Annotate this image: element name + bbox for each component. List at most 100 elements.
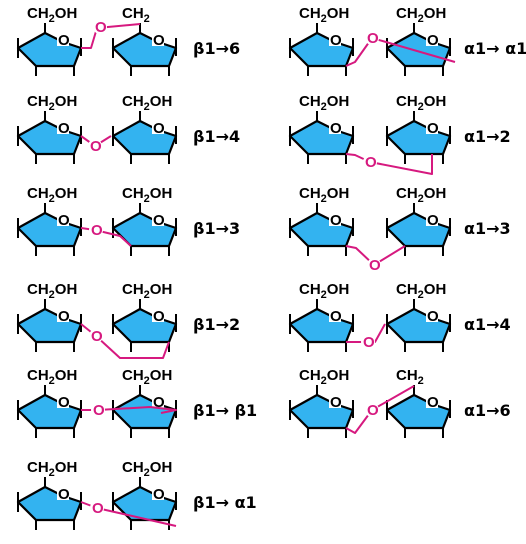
ring-oxygen-label: O	[153, 32, 165, 49]
hexose-ring: CH2OH O	[16, 185, 83, 256]
glycosidic-bond	[345, 245, 406, 266]
ring-oxygen-label: O	[427, 32, 439, 49]
hexose-ring: CH2OH O	[288, 367, 355, 438]
ring-oxygen-label: O	[58, 32, 70, 49]
glycosidic-oxygen-label: O	[90, 138, 102, 155]
ring-oxygen-label: O	[58, 212, 70, 229]
pyranose-ring	[16, 31, 83, 68]
pyranose-ring	[288, 211, 355, 248]
linkage-label: β1→3	[193, 219, 240, 238]
pyranose-ring	[16, 485, 83, 522]
ch2oh-group-label: CH2OH	[396, 185, 446, 205]
linkage-label: α1→2	[464, 127, 511, 146]
linkage-label: β1→ α1	[193, 493, 257, 512]
ring-oxygen-label: O	[330, 394, 342, 411]
ch2oh-group-label: CH2OH	[396, 281, 446, 301]
ch2oh-group-label: CH2OH	[27, 367, 77, 387]
ch2oh-group-label: CH2OH	[299, 5, 349, 25]
ch2oh-group-label: CH2OH	[396, 93, 446, 113]
ring-oxygen-label: O	[330, 212, 342, 229]
pyranose-ring	[111, 211, 178, 248]
glycosidic-oxygen-label: O	[365, 154, 377, 171]
linkage-a14: CH2OH O CH2OH O Oα1→4	[288, 281, 511, 352]
ring-oxygen-label: O	[330, 120, 342, 137]
linkage-label: β1→4	[193, 127, 240, 146]
ring-oxygen-label: O	[58, 486, 70, 503]
ch2oh-group-label: CH2OH	[27, 459, 77, 479]
ring-oxygen-label: O	[153, 212, 165, 229]
ch2oh-group-label: CH2OH	[299, 281, 349, 301]
linkage-b12: CH2OH O CH2OH O Oβ1→2	[16, 281, 240, 359]
pyranose-ring	[111, 485, 178, 522]
hexose-ring: CH2OH O	[385, 93, 452, 164]
ring-oxygen-label: O	[427, 212, 439, 229]
ch2oh-group-label: CH2OH	[122, 185, 172, 205]
hexose-ring: CH2OH O	[111, 185, 178, 256]
pyranose-ring	[288, 31, 355, 68]
pyranose-ring	[16, 393, 83, 430]
pyranose-ring	[385, 31, 452, 68]
ring-oxygen-label: O	[153, 486, 165, 503]
pyranose-ring	[288, 119, 355, 156]
ring-oxygen-label: O	[153, 120, 165, 137]
ch2oh-group-label: CH2OH	[299, 367, 349, 387]
pyranose-ring	[288, 307, 355, 344]
glycosidic-oxygen-label: O	[91, 222, 103, 239]
pyranose-ring	[16, 119, 83, 156]
glycosidic-oxygen-label: O	[91, 328, 103, 345]
ch2oh-group-label: CH2OH	[122, 93, 172, 113]
ch2oh-group-label: CH2OH	[27, 93, 77, 113]
pyranose-ring	[16, 211, 83, 248]
linkage-label: β1→ β1	[193, 401, 257, 420]
ch2oh-group-label: CH2OH	[27, 185, 77, 205]
hexose-ring: CH2OH O	[16, 367, 83, 438]
ring-oxygen-label: O	[427, 120, 439, 137]
ring-oxygen-label: O	[427, 394, 439, 411]
pyranose-ring	[385, 119, 452, 156]
ring-oxygen-label: O	[153, 308, 165, 325]
linkage-label: β1→2	[193, 315, 240, 334]
ring-oxygen-label: O	[330, 308, 342, 325]
linkage-b14: CH2OH O CH2OH O Oβ1→4	[16, 93, 240, 164]
glycosidic-bond	[345, 385, 415, 434]
ring-oxygen-label: O	[58, 394, 70, 411]
ch2-group-label: CH2	[396, 367, 424, 387]
ch2oh-group-label: CH2OH	[27, 281, 77, 301]
glycosidic-oxygen-label: O	[95, 19, 107, 36]
glycosidic-bond	[345, 37, 456, 67]
ch2oh-group-label: CH2OH	[122, 281, 172, 301]
glycosidic-oxygen-label: O	[363, 334, 375, 351]
pyranose-ring	[111, 31, 178, 68]
ring-oxygen-label: O	[58, 308, 70, 325]
ch2oh-group-label: CH2OH	[27, 5, 77, 25]
hexose-ring: CH2OH O	[385, 281, 452, 352]
linkage-label: α1→ α1	[464, 39, 526, 58]
hexose-ring: CH2OH O	[16, 281, 83, 352]
linkage-label: α1→3	[464, 219, 511, 238]
ring-oxygen-label: O	[427, 308, 439, 325]
hexose-ring: CH2OH O	[16, 93, 83, 164]
hexose-ring: CH2OH O	[16, 459, 83, 530]
glycosidic-oxygen-label: O	[367, 30, 379, 47]
glycosidic-oxygen-label: O	[369, 257, 381, 274]
linkage-label: α1→4	[464, 315, 511, 334]
linkage-label: α1→6	[464, 401, 511, 420]
ch2-group-label: CH2	[122, 5, 150, 25]
hexose-ring: CH2OH O	[288, 281, 355, 352]
hexose-ring: CH2O	[111, 5, 178, 76]
glycosidic-oxygen-label: O	[367, 402, 379, 419]
pyranose-ring	[385, 393, 452, 430]
hexose-ring: CH2OH O	[16, 5, 83, 76]
pyranose-ring	[111, 119, 178, 156]
glycosidic-bond	[345, 153, 433, 175]
ring-oxygen-label: O	[58, 120, 70, 137]
